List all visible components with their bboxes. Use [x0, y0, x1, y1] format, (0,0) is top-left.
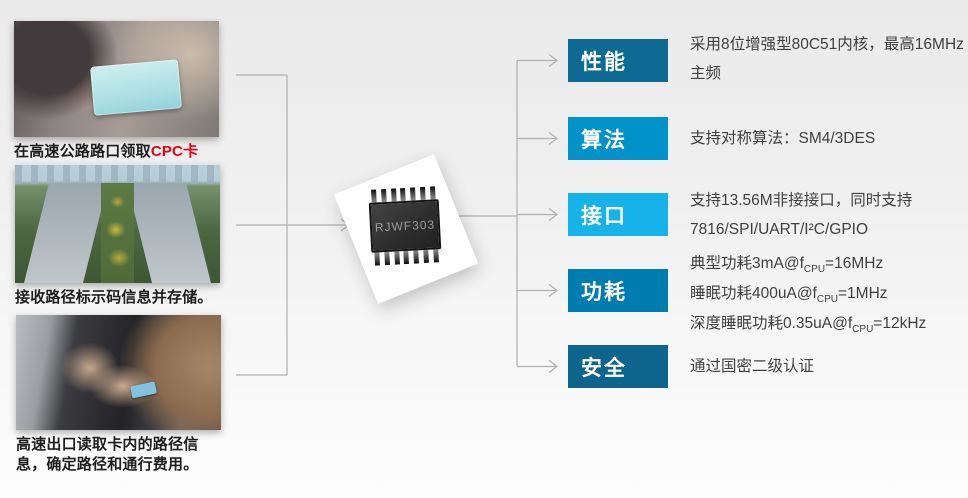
chip-pin	[400, 187, 407, 202]
desc-line: 7816/SPI/UART/I²C/GPIO	[690, 221, 869, 238]
step-caption: 高速出口读取卡内的路径信息，确定路径和通行费用。	[16, 435, 208, 475]
chip-pin	[423, 249, 430, 264]
ic-chip: RJWF303	[368, 186, 442, 266]
arrowhead-icon	[548, 132, 558, 145]
cpc-card-pickup-photo	[14, 21, 219, 137]
feature-desc-security: 通过国密二级认证	[690, 352, 964, 381]
arrowhead-icon	[548, 360, 558, 373]
chip-pin	[380, 188, 387, 203]
step-cpc-pickup: 在高速公路路口领取CPC卡	[14, 21, 224, 162]
road-graphic	[22, 182, 108, 283]
desc-line: 典型功耗3mA@fCPU=16MHz	[690, 255, 884, 276]
feature-box-performance: 性能	[568, 39, 668, 82]
city-skyline-graphic	[15, 165, 220, 184]
step-caption: 在高速公路路口领取CPC卡	[14, 142, 224, 162]
feature-desc-performance: 采用8位增强型80C51内核，最高16MHz 主频	[690, 30, 964, 88]
feature-box-security: 安全	[568, 345, 668, 388]
feature-box-interface: 接口	[568, 193, 668, 236]
feature-box-algorithm: 算法	[568, 117, 668, 160]
step-path-storage: 接收路径标示码信息并存储。	[15, 165, 225, 308]
chip-pin	[433, 249, 439, 263]
chip-assembly: RJWF303	[330, 144, 480, 324]
chip-pin	[413, 250, 420, 264]
arrowhead-icon	[548, 284, 558, 297]
desc-line: 支持对称算法：SM4/3DES	[690, 130, 876, 147]
left-merge-line	[236, 74, 288, 376]
chip-pin	[410, 187, 416, 201]
feature-desc-algorithm: 支持对称算法：SM4/3DES	[690, 124, 964, 153]
chip-pin	[429, 186, 436, 200]
chip-label: RJWF303	[368, 199, 442, 253]
toll-exit-photo	[16, 315, 221, 430]
desc-line: 采用8位增强型80C51内核，最高16MHz	[690, 36, 964, 53]
feature-box-power: 功耗	[568, 269, 668, 312]
desc-line: 深度睡眠功耗0.35uA@fCPU=12kHz	[690, 315, 927, 336]
desc-line: 通过国密二级认证	[690, 358, 815, 375]
chip-pin	[420, 186, 426, 201]
chip-pin	[393, 251, 400, 265]
highway-photo	[15, 165, 220, 283]
step-toll-exit: 高速出口读取卡内的路径信息，确定路径和通行费用。	[16, 315, 226, 475]
arrowhead-icon	[548, 208, 558, 221]
caption-highlight: CPC卡	[150, 143, 199, 160]
desc-line: 主频	[690, 65, 722, 82]
desc-line: 支持13.56M非接接口，同时支持	[690, 192, 913, 209]
median-greenery-graphic	[101, 182, 134, 283]
desc-line: 睡眠功耗400uA@fCPU=1MHz	[690, 285, 888, 306]
caption-text: 接收路径标示码信息并存储。	[15, 289, 213, 306]
road-graphic	[127, 182, 213, 283]
caption-text: 高速出口读取卡内的路径信息，确定路径和通行费用。	[16, 436, 199, 473]
cpc-card-graphic	[89, 59, 182, 116]
feature-desc-power: 典型功耗3mA@fCPU=16MHz 睡眠功耗400uA@fCPU=1MHz 深…	[690, 249, 964, 339]
feature-desc-interface: 支持13.56M非接接口，同时支持 7816/SPI/UART/I²C/GPIO	[690, 186, 964, 244]
chip-pin	[403, 250, 410, 265]
handover-card-graphic	[129, 381, 157, 398]
chip-pin	[371, 189, 377, 203]
arrowhead-icon	[548, 54, 558, 67]
chip-pin	[374, 252, 381, 266]
caption-text: 在高速公路路口领取	[14, 143, 151, 160]
chip-pin	[390, 188, 397, 202]
chip-pin	[384, 251, 390, 266]
step-caption: 接收路径标示码信息并存储。	[15, 288, 225, 308]
